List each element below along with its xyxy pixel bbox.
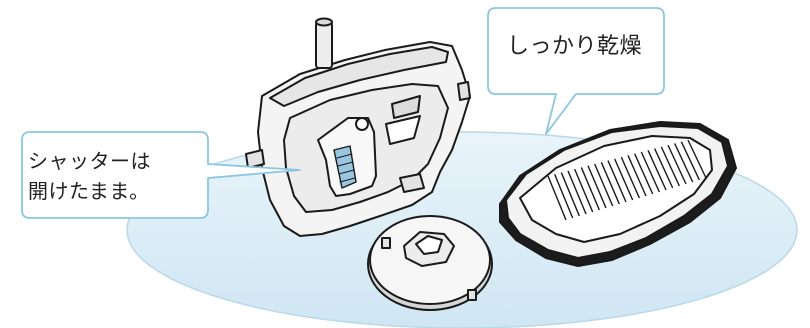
callout-right-text: しっかり乾燥 (507, 32, 642, 62)
callout-right-bubble (488, 8, 664, 134)
round-cap (368, 216, 492, 310)
callout-left-line2: 開けたまま。 (28, 179, 150, 203)
callout-left-line1: シャッターは (28, 149, 151, 173)
callout-left-text: シャッターは 開けたまま。 (28, 146, 151, 206)
